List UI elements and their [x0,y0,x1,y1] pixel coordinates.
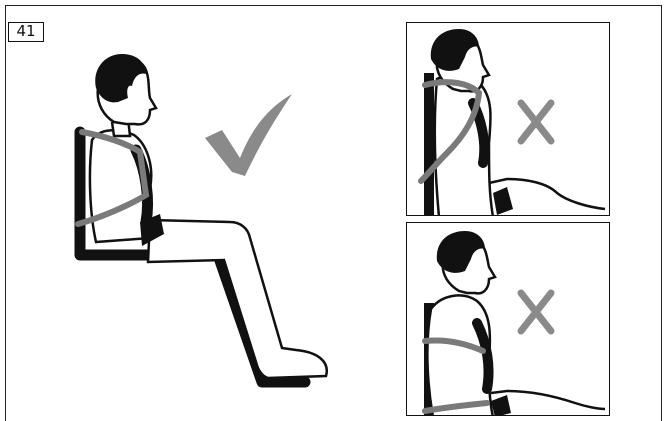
check-mark-icon [205,94,292,176]
x-mark-icon [407,223,610,416]
incorrect-panel-bottom [406,222,610,416]
x-mark-icon [407,23,610,216]
person-correct [78,54,327,378]
incorrect-panel-top [406,22,610,216]
